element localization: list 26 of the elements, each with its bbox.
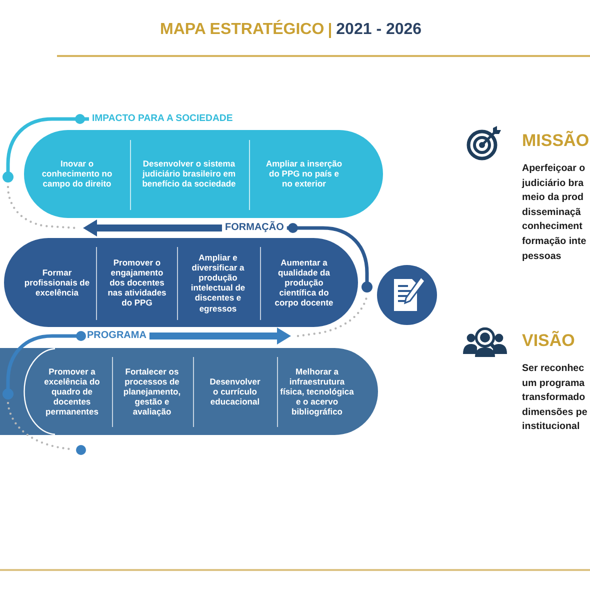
year-range: 2021 - 2026 — [336, 20, 422, 40]
description-text: Ser reconhec um programa transformado dimensões pe institucional — [522, 362, 588, 434]
section-heading: FORMAÇÃO — [225, 222, 284, 234]
section-title: MISSÃO — [522, 130, 590, 152]
objective-text: Promover a excelência do quadro de docentes permanentes — [43, 366, 101, 417]
section-heading: IMPACTO PARA A SOCIEDADE — [92, 113, 233, 125]
objective-text: Ampliar a inserção do PPG no país e no exterior — [264, 158, 344, 190]
objective-text: Desenvolver o sistema judiciário brasileiro em benefício da sociedade — [141, 158, 237, 190]
objective-text: Melhorar a infraestrutura física, tecnológica e o acervo bibliográfico — [279, 366, 355, 417]
objective-band — [0, 348, 378, 435]
connector-line — [286, 223, 372, 292]
description-text: Aperfeiçoar o judiciário bra meio da prod disseminaçã conheciment formação inte pessoas — [522, 162, 588, 264]
objective-text: Ampliar e diversificar a produção intelectual de discentes e egressos — [190, 252, 246, 314]
connector-line — [2, 331, 86, 400]
objective-text: Formar profissionais de excelência — [23, 267, 91, 298]
section-title: VISÃO — [522, 330, 575, 352]
objective-text: Promover o engajamento dos docentes nas atividades do PPG — [106, 257, 168, 308]
objective-text: Desenvolver o currículo educacional — [208, 376, 262, 407]
objective-text: Inovar o conhecimento no campo do direito — [40, 158, 114, 190]
objective-band — [4, 238, 358, 327]
connector-line — [2, 114, 89, 182]
section-heading: PROGRAMA — [87, 330, 146, 342]
arrow — [83, 220, 222, 236]
objective-text: Fortalecer os processos de planejamento, gestão e avaliação — [122, 366, 182, 417]
diagram-title: MAPA ESTRATÉGICO — [160, 20, 324, 40]
objective-text: Aumentar a qualidade da produção científica do corpo docente — [274, 257, 334, 308]
